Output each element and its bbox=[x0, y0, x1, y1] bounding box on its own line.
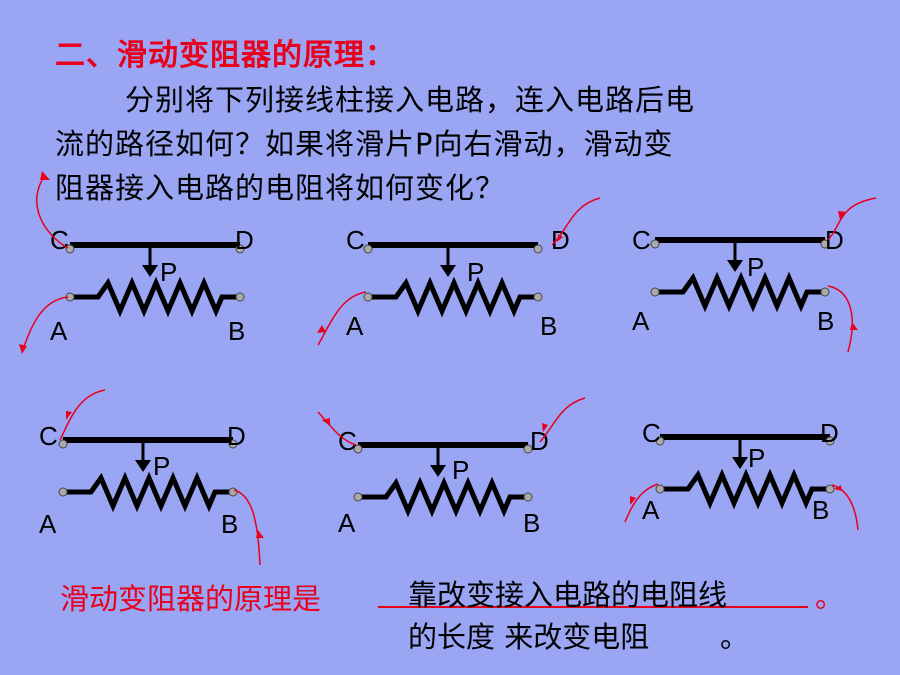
wire bbox=[317, 411, 357, 446]
question-line-2: 流的路径如何？如果将滑片P向右滑动，滑动变 bbox=[55, 127, 674, 161]
wire bbox=[36, 174, 69, 249]
label-p: P bbox=[452, 455, 469, 485]
label-d: D bbox=[825, 225, 844, 255]
label-a: A bbox=[642, 495, 660, 525]
label-a: A bbox=[39, 509, 57, 539]
rheostat-diagram-6: C D P A B bbox=[642, 418, 839, 525]
label-c: C bbox=[632, 225, 651, 255]
label-d: D bbox=[551, 225, 570, 255]
label-b: B bbox=[228, 316, 245, 346]
label-d: D bbox=[227, 421, 246, 451]
label-a: A bbox=[632, 306, 650, 336]
answer-line-2: 的长度 来改变电阻 bbox=[408, 620, 650, 654]
rheostat-diagram-3: C D P A B bbox=[632, 225, 844, 336]
wire bbox=[59, 389, 106, 441]
wire bbox=[317, 291, 367, 346]
answer-period-1: 。 bbox=[815, 580, 845, 614]
label-c: C bbox=[642, 418, 661, 448]
label-p: P bbox=[747, 252, 764, 282]
wire bbox=[831, 484, 859, 531]
label-a: A bbox=[346, 311, 364, 341]
wire bbox=[624, 483, 659, 523]
answer-blank-line bbox=[378, 606, 808, 608]
question-line-1: 分别将下列接线柱接入电路，连入电路后电 bbox=[125, 83, 696, 117]
label-b: B bbox=[812, 495, 829, 525]
label-p: P bbox=[748, 443, 765, 473]
label-c: C bbox=[39, 421, 58, 451]
label-a: A bbox=[50, 316, 68, 346]
rheostat-diagram-5: C D P A B bbox=[338, 426, 549, 538]
label-c: C bbox=[346, 225, 365, 255]
label-d: D bbox=[820, 418, 839, 448]
label-d: D bbox=[530, 426, 549, 456]
label-p: P bbox=[160, 257, 177, 287]
rheostat-diagram-4: C D P A B bbox=[39, 421, 246, 539]
wire bbox=[539, 397, 586, 443]
label-c: C bbox=[50, 225, 69, 255]
rheostat-diagram-1: C D P A B bbox=[50, 225, 254, 346]
label-a: A bbox=[338, 508, 356, 538]
section-title: 二、滑动变阻器的原理： bbox=[55, 38, 396, 73]
label-d: D bbox=[235, 225, 254, 255]
conclusion-label: 滑动变阻器的原理是 bbox=[60, 582, 322, 616]
rheostat-diagram-2: C D P A B bbox=[346, 225, 570, 341]
label-p: P bbox=[153, 451, 170, 481]
label-b: B bbox=[817, 306, 834, 336]
label-b: B bbox=[221, 509, 238, 539]
question-text: 分别将下列接线柱接入电路，连入电路后电 流的路径如何？如果将滑片P向右滑动，滑动… bbox=[55, 78, 815, 210]
wire bbox=[827, 197, 877, 241]
wire bbox=[233, 489, 261, 566]
wire bbox=[551, 197, 601, 246]
question-line-3: 阻器接入电路的电阻将如何变化？ bbox=[55, 171, 506, 205]
label-b: B bbox=[523, 508, 540, 538]
label-p: P bbox=[467, 257, 484, 287]
answer-line-1: 靠改变接入电路的电阻线 bbox=[408, 578, 728, 612]
wire bbox=[21, 296, 69, 353]
wire bbox=[827, 285, 853, 353]
label-b: B bbox=[540, 311, 557, 341]
answer-period-2: 。 bbox=[720, 620, 750, 654]
